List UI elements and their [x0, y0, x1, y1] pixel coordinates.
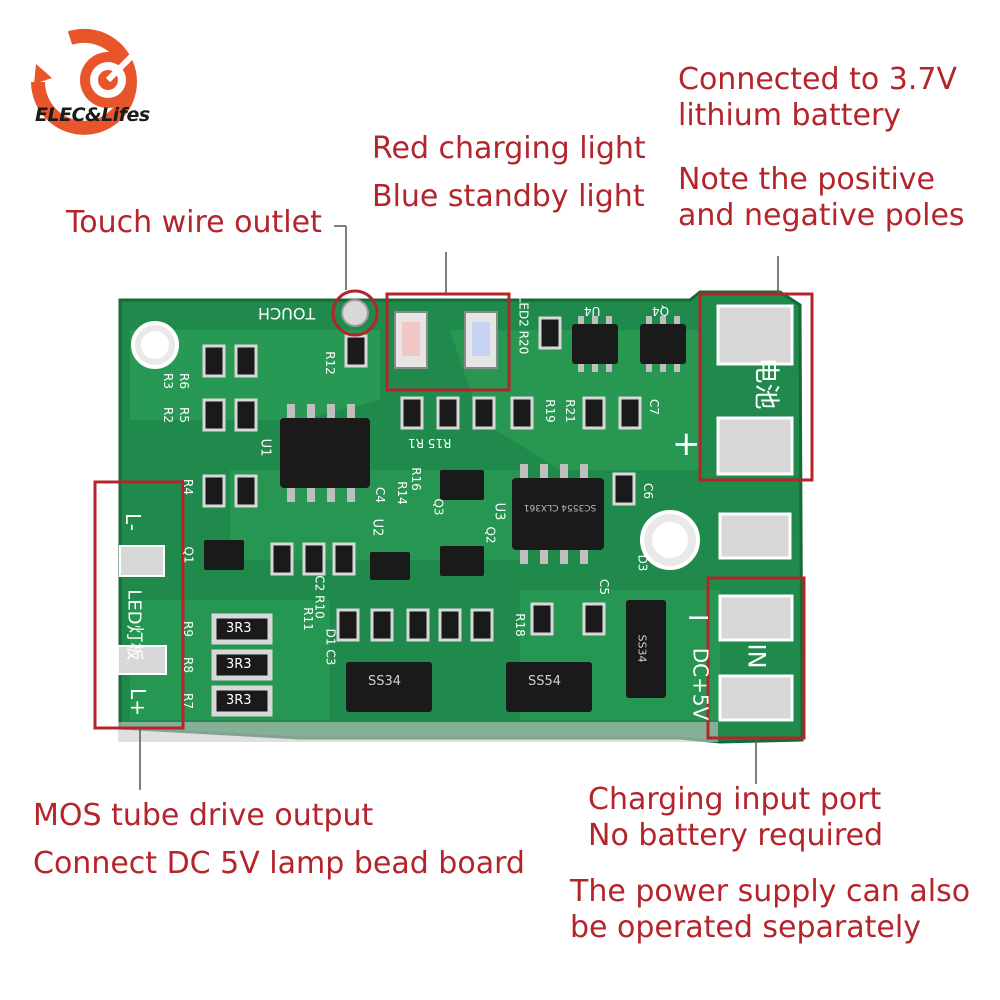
silkscreen-r12: R12	[322, 351, 337, 375]
diode-label-left: SS34	[368, 674, 402, 689]
resistor-3r3-label-1: 3R3	[226, 621, 252, 636]
silkscreen-u2: U2	[369, 518, 385, 537]
diode-right	[626, 600, 666, 698]
callout-power-separately-line1: The power supply can also	[570, 874, 971, 909]
silkscreen-c2: C2 R10	[312, 575, 327, 619]
touch-pad	[341, 299, 369, 327]
diode-label-middle: SS54	[528, 674, 562, 689]
resistor-3r3-1	[211, 613, 273, 645]
transistor-q1	[440, 546, 484, 576]
silkscreen-r4: R4	[180, 479, 195, 495]
silkscreen-dc-in: DC+5V	[688, 647, 713, 721]
silkscreen-r14: R14	[394, 481, 409, 505]
silkscreen-r20: LED2 R20	[516, 295, 531, 355]
led-callout-box	[385, 292, 511, 392]
callout-power-separately-line2: be operated separately	[570, 910, 921, 945]
silkscreen-q1: Q1	[181, 546, 196, 564]
silkscreen-r21: R21	[562, 399, 577, 423]
callout-no-battery: No battery required	[588, 818, 884, 853]
ic-u4	[572, 324, 618, 364]
resistor-3r3-2	[211, 649, 273, 681]
silkscreen-minus: −	[686, 600, 712, 635]
silkscreen-led-board: LED灯板	[123, 589, 145, 661]
battery-pad-positive	[716, 304, 794, 366]
silkscreen-l-minus: L-	[121, 512, 146, 532]
silkscreen-d1: D1 C3	[323, 628, 338, 666]
ic-marking: SC3554 CLX361	[523, 502, 597, 512]
silkscreen-touch: TOUCH	[258, 304, 316, 323]
silkscreen-c4: C4	[373, 486, 388, 504]
ic-q4	[640, 324, 686, 364]
silkscreen-l-plus: L+	[125, 688, 150, 716]
silkscreen-u4: U4	[584, 304, 601, 318]
silkscreen-c6: C6	[641, 482, 656, 500]
transistor-u2	[204, 540, 244, 570]
callout-battery-line1: Connected to 3.7V	[678, 62, 957, 97]
silkscreen-r5: R5	[176, 407, 191, 423]
input-pad-positive	[718, 674, 794, 722]
brand-logo-icon	[31, 28, 140, 135]
callout-mos-output: MOS tube drive output	[33, 798, 374, 833]
ic-u1	[280, 418, 370, 488]
silkscreen-q4: Q4	[652, 304, 670, 318]
battery-callout-box	[698, 292, 814, 482]
silkscreen-r7: R7	[180, 693, 195, 709]
callout-polarity-line1: Note the positive	[678, 162, 935, 197]
callout-charging-input: Charging input port	[588, 782, 882, 817]
silkscreen-u3: U3	[491, 502, 507, 521]
resistor-3r3-3	[211, 685, 273, 717]
callout-lamp-board: Connect DC 5V lamp bead board	[33, 846, 525, 881]
silkscreen-r19: R19	[542, 399, 557, 423]
silkscreen-r15: R15 R1	[408, 436, 452, 450]
silkscreen-r2: R2	[160, 407, 175, 423]
transistor-q2	[370, 552, 410, 580]
silkscreen-u1: U1	[257, 438, 273, 457]
led-pad-minus	[119, 545, 165, 577]
silkscreen-c7: C7	[647, 398, 662, 416]
silkscreen-q3: Q3	[431, 498, 446, 516]
silkscreen-r16: R16	[408, 467, 423, 491]
transistor-q3	[440, 470, 484, 500]
silkscreen-battery: 电池	[750, 357, 781, 410]
led-pad-plus	[117, 645, 167, 675]
callout-charging-light: Red charging light	[372, 131, 646, 166]
callout-touch-wire: Touch wire outlet	[66, 205, 322, 240]
callout-polarity-line2: and negative poles	[678, 198, 965, 233]
silkscreen-in: IN	[742, 643, 771, 669]
silkscreen-plus: +	[672, 424, 701, 464]
brand-name: ELEC&Lifes	[35, 104, 150, 126]
touch-callout-circle	[331, 289, 379, 337]
resistor-3r3-label-3: 3R3	[226, 693, 252, 708]
callout-standby-light: Blue standby light	[372, 179, 645, 214]
silkscreen-q2: Q2	[483, 526, 498, 544]
led-output-callout-box	[93, 480, 185, 730]
silkscreen-r18: R18	[512, 613, 527, 637]
input-pad-negative	[718, 594, 794, 642]
diode-left	[346, 662, 432, 712]
battery-pad-negative	[716, 416, 794, 476]
ic-u3	[512, 478, 604, 550]
silkscreen-d3: D3	[635, 554, 650, 572]
callout-battery-line2: lithium battery	[678, 98, 902, 133]
diode-label-right: SS34	[635, 634, 649, 663]
silkscreen-c5: C5	[597, 578, 612, 596]
diode-middle	[506, 662, 592, 712]
resistor-3r3-label-2: 3R3	[226, 657, 252, 672]
silkscreen-r8: R8	[180, 657, 195, 673]
silkscreen-r9: R9	[180, 621, 195, 637]
silkscreen-r6: R6	[176, 373, 191, 389]
silkscreen-r3: R3	[160, 373, 175, 389]
